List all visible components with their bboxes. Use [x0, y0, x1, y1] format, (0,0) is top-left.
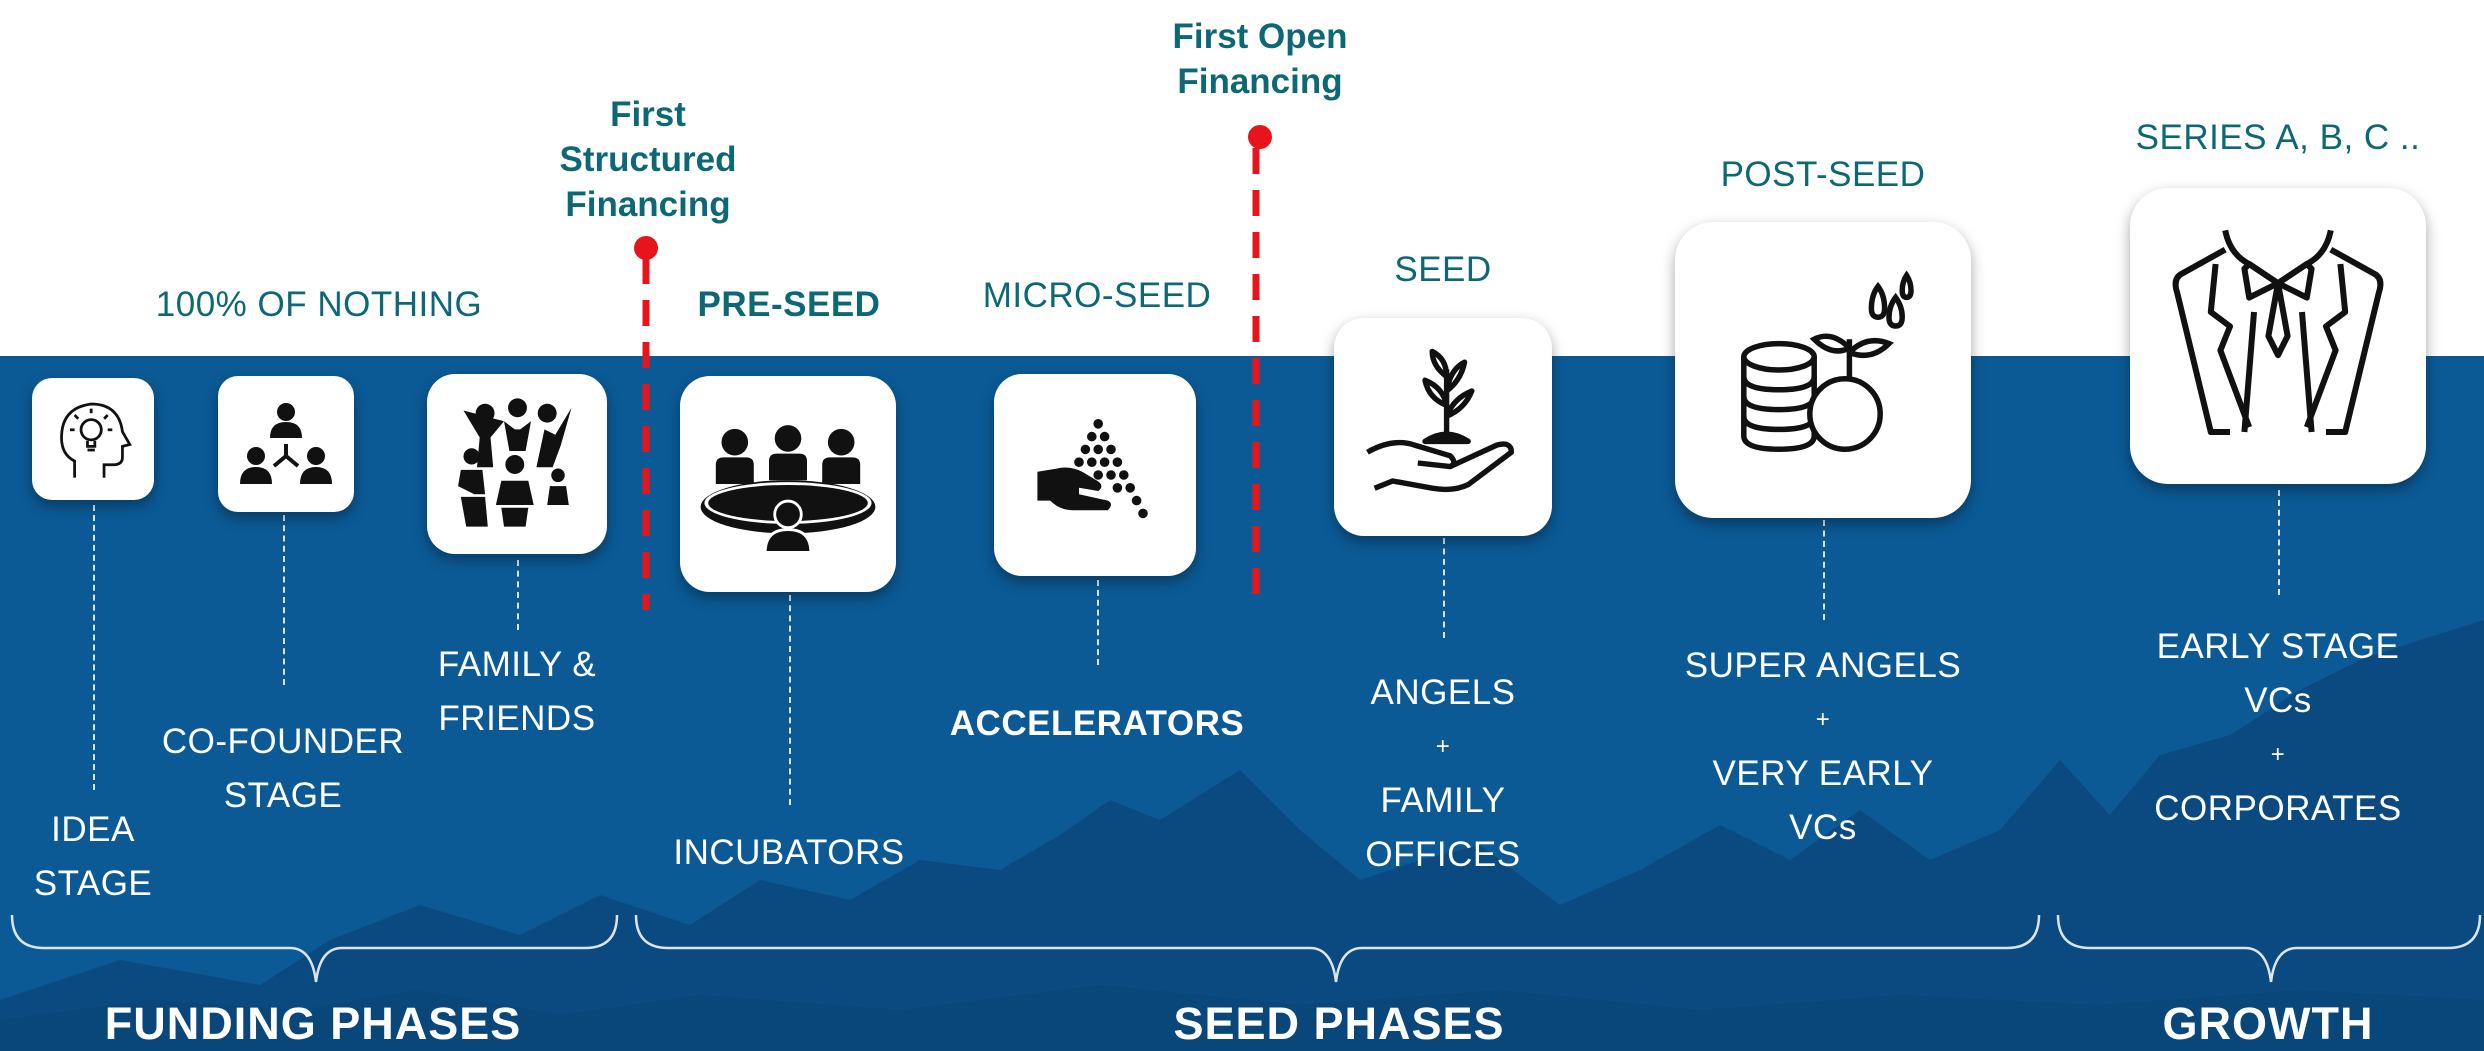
label-cofounder-line2: STAGE [223, 776, 343, 815]
title-nothing: 100% OF NOTHING [155, 285, 483, 324]
label-super-angels-line3: VCs [1789, 808, 1857, 847]
brace-funding [10, 914, 619, 983]
label-angels-line1: ANGELS [1370, 673, 1516, 712]
title-seed: SEED [1394, 250, 1492, 289]
brace-growth [2056, 914, 2482, 983]
hand-seeds-icon [1037, 419, 1148, 519]
label-cofounder: CO-FOUNDER STAGE [162, 715, 404, 823]
connector-incubators [789, 595, 791, 805]
title-series: SERIES A, B, C .. [2135, 118, 2421, 157]
card-incubators [680, 376, 896, 592]
label-early-vcs: EARLY STAGE VCs + CORPORATES [2154, 620, 2401, 836]
family-group-icon [457, 397, 571, 527]
card-super-angels [1675, 222, 1971, 518]
label-super-angels-plus: + [1815, 706, 1831, 733]
phase-seed: SEED PHASES [1173, 998, 1505, 1049]
connector-cofounder [283, 515, 285, 685]
marker-open [1248, 125, 1272, 610]
brace-seed [634, 914, 2041, 983]
label-idea: IDEA STAGE [34, 803, 153, 911]
marker-structured-title: First Structured Financing [560, 92, 737, 227]
card-cofounder [218, 376, 354, 512]
coins-plant-icon [1741, 270, 1914, 452]
label-early-vcs-plus: + [2270, 741, 2286, 768]
label-angels-line2: FAMILY [1380, 781, 1506, 820]
card-accelerators [994, 374, 1196, 576]
label-idea-line2: STAGE [33, 864, 153, 903]
label-early-vcs-line2: VCs [2244, 681, 2312, 720]
label-incubators: INCUBATORS [673, 826, 904, 880]
card-idea [32, 378, 154, 500]
label-accelerators-line1: ACCELERATORS [949, 704, 1245, 743]
title-pre-seed: PRE-SEED [697, 285, 881, 324]
label-accelerators: ACCELERATORS [950, 697, 1244, 751]
label-idea-line1: IDEA [51, 810, 135, 849]
label-early-vcs-line1: EARLY STAGE [2156, 627, 2400, 666]
connector-accelerators [1097, 580, 1099, 665]
marker-structured [634, 236, 658, 610]
label-cofounder-line1: CO-FOUNDER [161, 722, 405, 761]
label-family-line1: FAMILY & [437, 645, 597, 684]
marker-open-title: First Open Financing [1172, 14, 1347, 104]
card-early-vcs [2130, 188, 2426, 484]
label-family: FAMILY & FRIENDS [438, 638, 596, 746]
connector-family [517, 560, 519, 630]
phase-growth: GROWTH [2162, 998, 2374, 1049]
hand-sprout-icon [1366, 348, 1515, 493]
marker-structured-line3: Financing [565, 185, 731, 224]
marker-structured-line2: Structured [559, 140, 737, 179]
card-angels [1334, 318, 1552, 536]
connector-super-angels [1823, 520, 1825, 620]
connector-early-vcs [2278, 490, 2280, 595]
label-angels: ANGELS + FAMILY OFFICES [1365, 666, 1520, 882]
label-angels-plus: + [1435, 733, 1451, 760]
phase-funding: FUNDING PHASES [104, 998, 522, 1049]
label-early-vcs-line3: CORPORATES [2154, 789, 2402, 828]
label-family-line2: FRIENDS [438, 699, 596, 738]
card-family [427, 374, 607, 554]
connector-idea [93, 505, 95, 790]
marker-structured-line1: First [610, 95, 686, 134]
connector-angels [1443, 538, 1445, 638]
idea-head-icon [60, 402, 132, 478]
title-post-seed: POST-SEED [1720, 155, 1926, 194]
label-incubators-line1: INCUBATORS [673, 833, 905, 872]
label-angels-line3: OFFICES [1365, 835, 1521, 874]
marker-open-line2: Financing [1177, 62, 1343, 101]
marker-open-line1: First Open [1172, 17, 1348, 56]
label-super-angels-line1: SUPER ANGELS [1684, 646, 1962, 685]
mountain-silhouette [0, 620, 2484, 1051]
mountain-front [0, 985, 2484, 1051]
meeting-table-icon [700, 425, 876, 554]
title-micro-seed: MICRO-SEED [982, 276, 1212, 315]
team-structure-icon [240, 403, 332, 484]
label-super-angels: SUPER ANGELS + VERY EARLY VCs [1685, 639, 1961, 855]
suit-icon [2172, 229, 2384, 435]
label-super-angels-line2: VERY EARLY [1712, 754, 1934, 793]
